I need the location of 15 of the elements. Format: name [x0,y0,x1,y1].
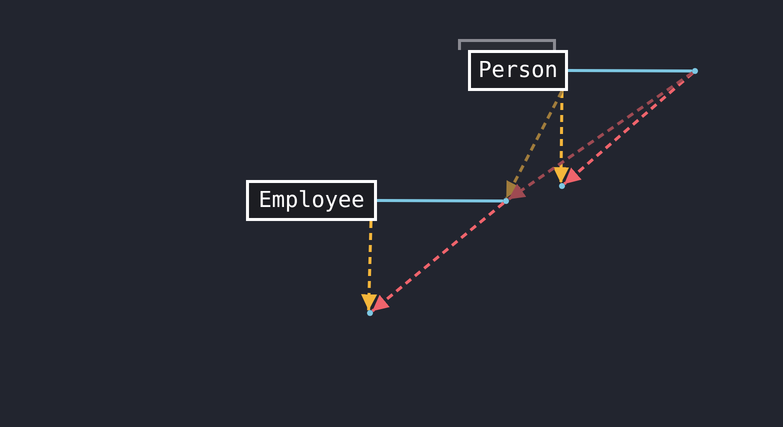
junction-dot [559,183,565,189]
arrow [371,202,505,312]
class-box: Employee [246,180,377,221]
arrow [361,220,378,310]
arrow [553,90,570,184]
junction-dot [503,198,509,204]
arrow [504,90,564,199]
connector-line [377,199,503,202]
connector-line [568,69,692,72]
class-box [458,39,556,50]
class-box: Person [468,50,568,91]
arrow [508,71,694,201]
junction-dot [367,310,373,316]
junction-dot [692,68,698,74]
arrow [563,72,694,186]
